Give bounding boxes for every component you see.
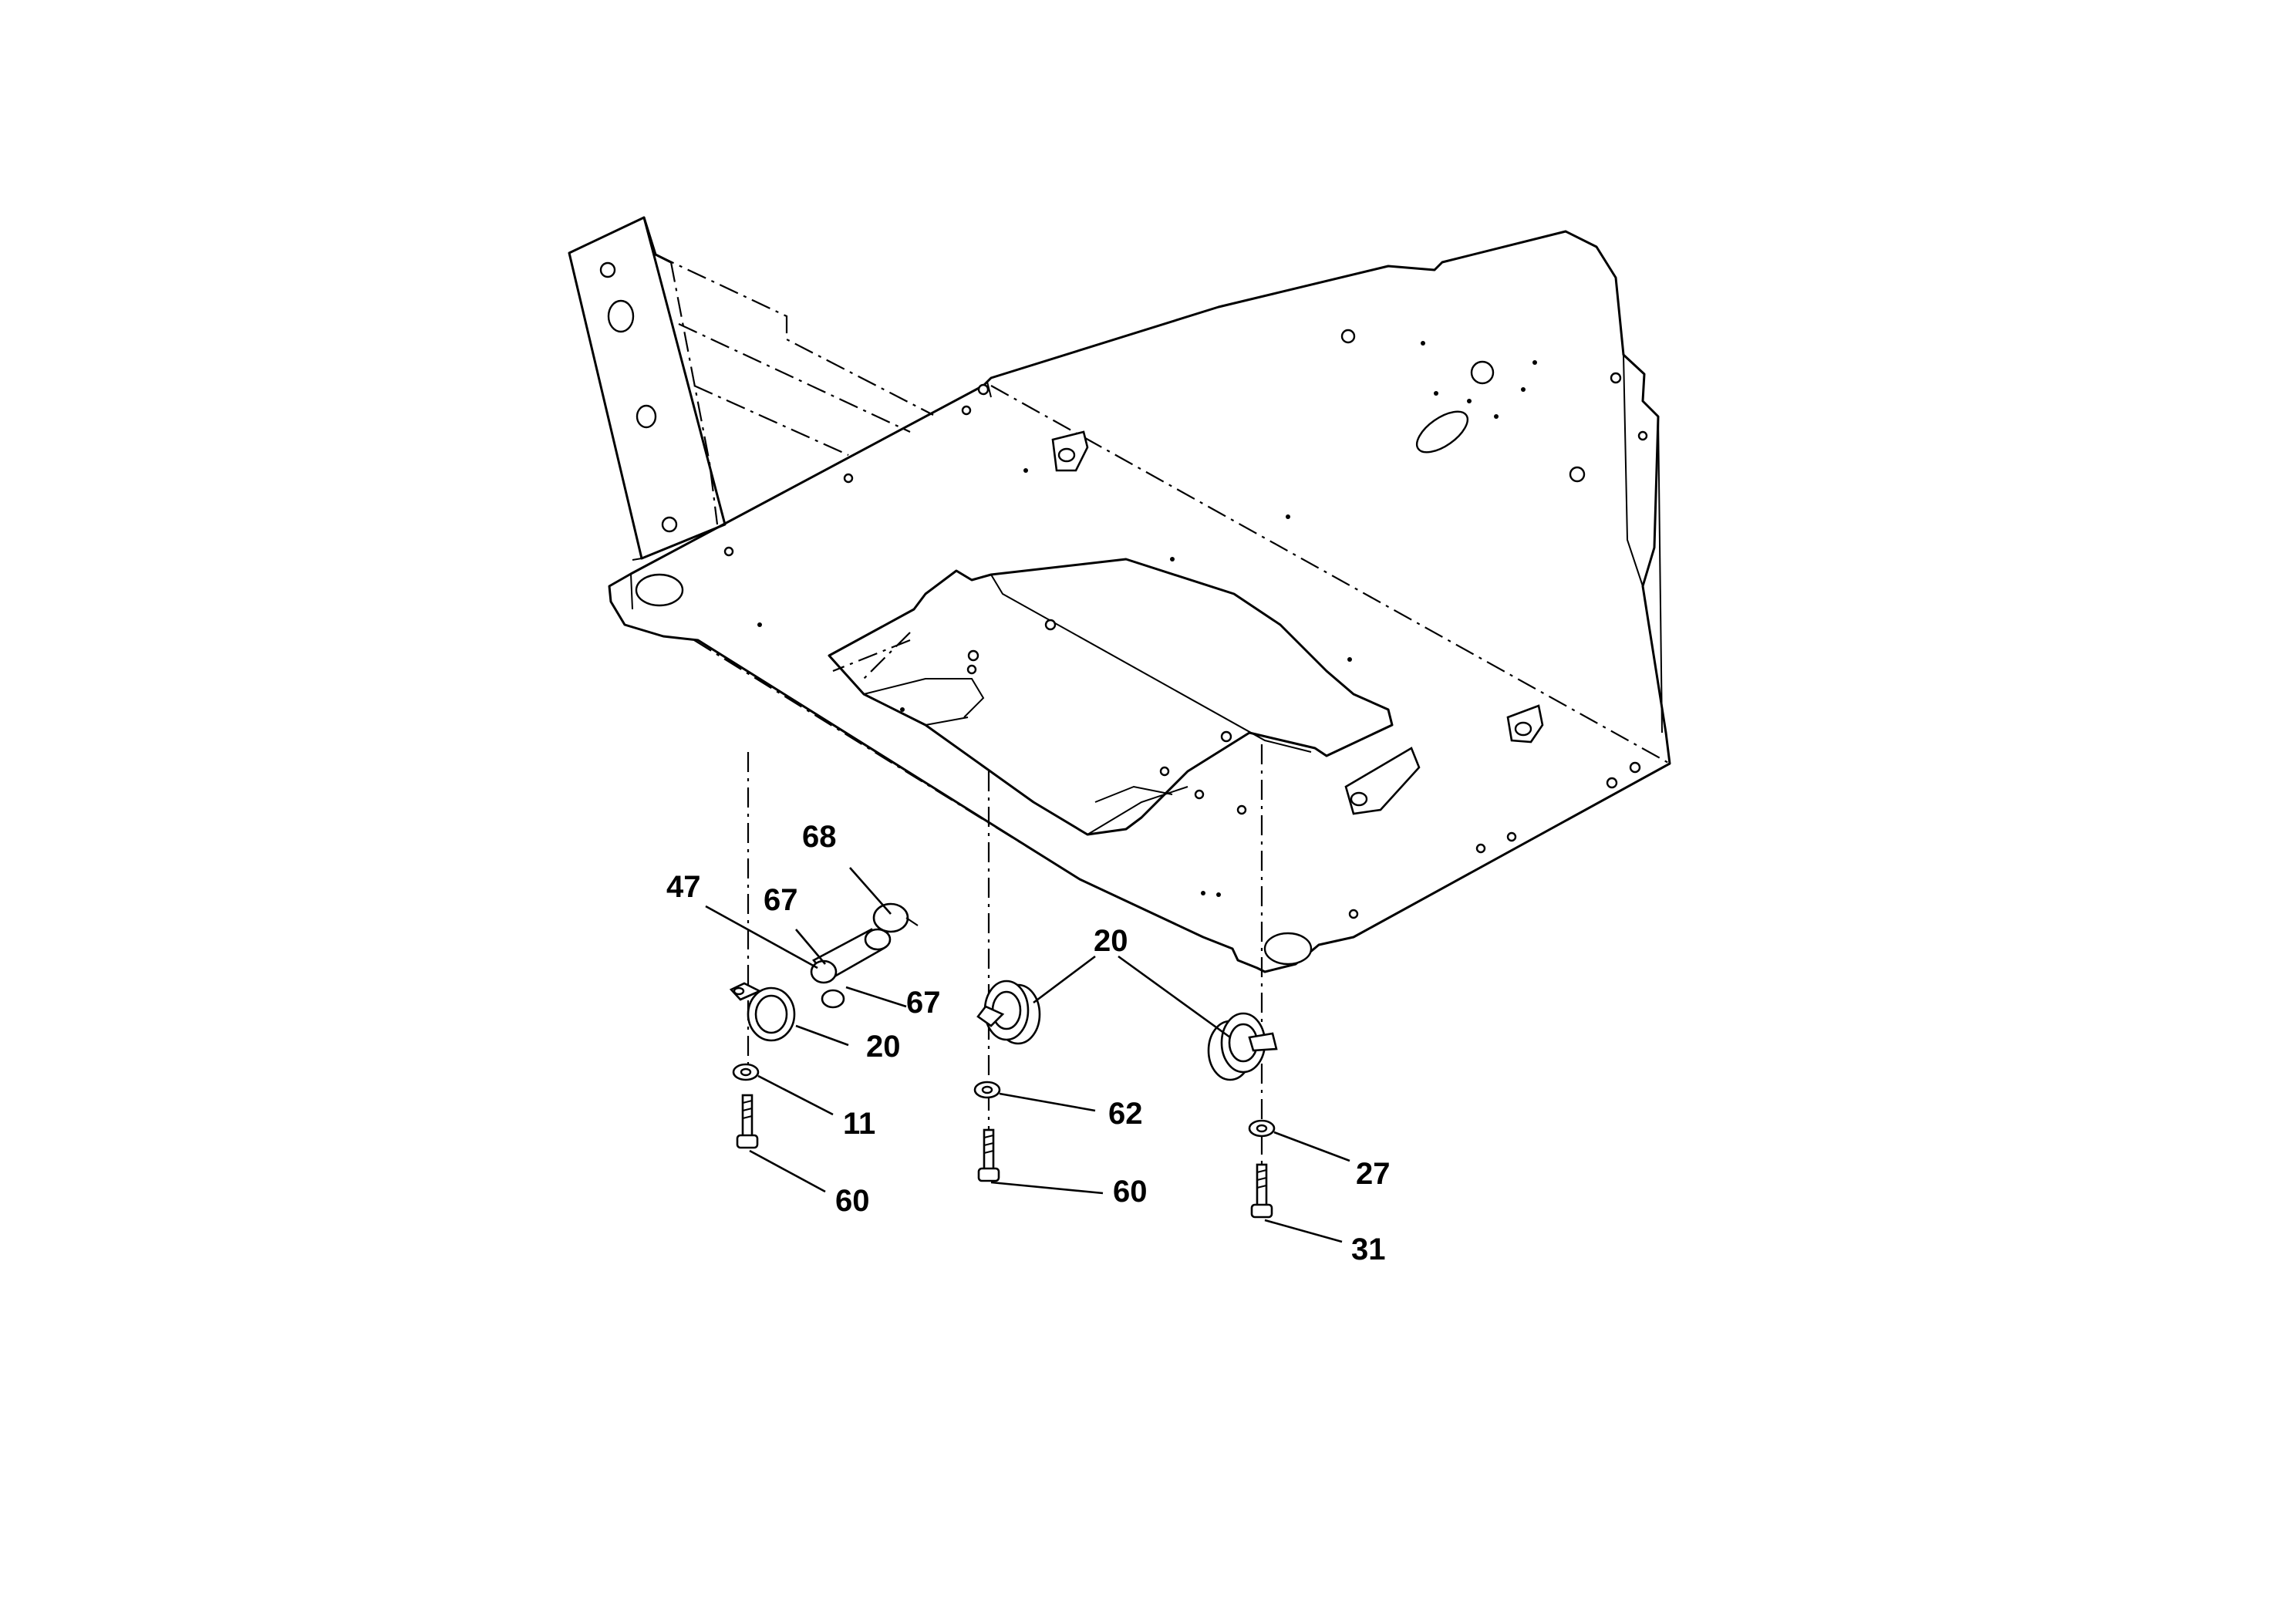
callout-67-upper: 67 bbox=[764, 883, 798, 917]
hose-clamp-assembly bbox=[810, 902, 919, 1009]
chassis-frame bbox=[568, 216, 1671, 973]
callout-27: 27 bbox=[1356, 1157, 1391, 1191]
bolt-60-middle bbox=[977, 1128, 1000, 1182]
leader-lines bbox=[705, 867, 1350, 1243]
right-hardware-stack bbox=[1207, 1012, 1278, 1219]
grommet-right bbox=[1207, 1012, 1278, 1081]
callout-67-lower: 67 bbox=[906, 986, 941, 1020]
callout-60-left: 60 bbox=[835, 1184, 870, 1218]
bolt-60-left bbox=[736, 1094, 759, 1149]
callout-20-middle: 20 bbox=[1094, 924, 1128, 958]
callout-20-left: 20 bbox=[866, 1030, 901, 1064]
callout-47: 47 bbox=[666, 870, 701, 904]
callout-68: 68 bbox=[802, 820, 837, 854]
clamp-grommet-left bbox=[729, 982, 796, 1042]
bolt-31 bbox=[1250, 1163, 1273, 1219]
grommet-middle bbox=[976, 980, 1041, 1045]
callout-60-middle: 60 bbox=[1113, 1175, 1148, 1209]
callout-31: 31 bbox=[1351, 1233, 1386, 1266]
callout-labels: 68 47 67 67 20 11 60 20 62 60 27 31 bbox=[666, 820, 1391, 1266]
callout-11: 11 bbox=[843, 1107, 875, 1141]
callout-62: 62 bbox=[1108, 1097, 1143, 1131]
left-hardware-stack bbox=[729, 902, 919, 1149]
middle-hardware-stack bbox=[973, 980, 1041, 1182]
